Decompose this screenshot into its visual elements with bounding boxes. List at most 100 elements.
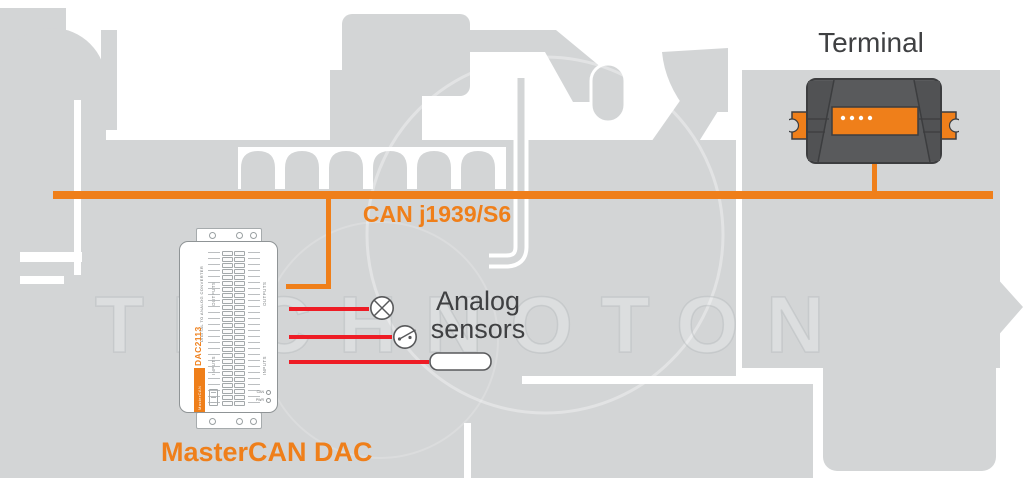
can-bus-line xyxy=(53,191,993,199)
pipe-fill xyxy=(489,78,525,265)
dac-pin xyxy=(234,257,245,262)
dac-pin xyxy=(222,323,233,328)
dac-pin xyxy=(234,317,245,322)
dac-pin xyxy=(234,389,245,394)
dac-pin xyxy=(234,263,245,268)
dac-pin xyxy=(222,383,233,388)
dac-pin xyxy=(222,251,233,256)
mount-hole xyxy=(236,418,243,425)
dac-pin xyxy=(222,275,233,280)
facet-line-left xyxy=(817,79,835,163)
terminal-connector-plate xyxy=(831,106,919,136)
dac-pin xyxy=(222,401,233,406)
dac-pin xyxy=(222,287,233,292)
dac-pin xyxy=(222,353,233,358)
terminal-clip-left xyxy=(789,111,809,140)
engine-capsule-detail xyxy=(589,62,627,124)
pwr-led xyxy=(266,398,271,403)
can-led-label: CAN xyxy=(256,390,264,394)
terminal-connector-pins xyxy=(840,115,873,121)
mount-hole xyxy=(209,418,216,425)
sensor-wire-3 xyxy=(289,360,429,364)
dac-pin xyxy=(234,365,245,370)
facet-line-right xyxy=(913,79,931,163)
dac-pin-grid xyxy=(222,251,245,406)
dac-outputs-label-right: OUTPUTS xyxy=(262,281,267,306)
dac-pin xyxy=(222,359,233,364)
mount-hole xyxy=(209,232,216,239)
dac-pin xyxy=(234,251,245,256)
dac-pin xyxy=(222,395,233,400)
terminal-device xyxy=(789,78,959,164)
dac-brand-text: MasterCAN xyxy=(197,385,202,410)
lamp-icon xyxy=(370,296,394,320)
can-bus-label: CAN j1939/S6 xyxy=(362,201,512,227)
dac-pin xyxy=(234,275,245,280)
dac-pin xyxy=(234,401,245,406)
mount-hole xyxy=(236,232,243,239)
dac-pin xyxy=(234,305,245,310)
dac-pin xyxy=(222,293,233,298)
dac-pin xyxy=(222,263,233,268)
dac-pin xyxy=(234,299,245,304)
terminal-clip-right xyxy=(939,111,959,140)
pwr-led-label: PWR xyxy=(255,398,264,402)
dac-pin-labels-right xyxy=(248,252,260,408)
dac-pin xyxy=(234,359,245,364)
dac-pin xyxy=(222,281,233,286)
mount-hole xyxy=(250,232,257,239)
dac-bus-drop-horizontal xyxy=(286,284,331,289)
dac-pin xyxy=(234,311,245,316)
terminal-bus-drop xyxy=(872,163,877,193)
sensor-wire-2 xyxy=(289,335,392,339)
dac-pin xyxy=(234,293,245,298)
dac-bus-drop-vertical xyxy=(326,199,331,289)
dac-pin xyxy=(222,269,233,274)
mount-hole xyxy=(250,418,257,425)
dac-service-connector xyxy=(209,389,218,406)
dac-inputs-label-right: INPUTS xyxy=(262,356,267,375)
dac-pin xyxy=(222,371,233,376)
dac-pin xyxy=(234,377,245,382)
terminal-title: Terminal xyxy=(818,27,924,58)
dac-device: DIGITAL TO ANALOG CONVERTER DAC2113 Mast… xyxy=(179,228,279,433)
dac-pin xyxy=(222,317,233,322)
silhouette-white-cuts xyxy=(0,100,1024,483)
dac-pin xyxy=(234,395,245,400)
dac-pin xyxy=(234,281,245,286)
analog-sensors-line2: sensors xyxy=(430,314,526,344)
analog-sensors-label: Analog sensors xyxy=(417,287,539,343)
dac-pin xyxy=(222,311,233,316)
watermark-circle xyxy=(365,55,725,415)
dac-brand-box: MasterCAN xyxy=(194,368,205,412)
dac-pin xyxy=(234,341,245,346)
dac-pin xyxy=(222,299,233,304)
switch-icon xyxy=(393,325,417,349)
sensor-wire-1 xyxy=(289,307,369,311)
dac-pin xyxy=(222,389,233,394)
dac-pin xyxy=(222,335,233,340)
dac-pin xyxy=(234,329,245,334)
dac-pin xyxy=(234,371,245,376)
dac-pin xyxy=(222,365,233,370)
dac-pin xyxy=(234,323,245,328)
dac-pin xyxy=(234,287,245,292)
dac-pin xyxy=(222,329,233,334)
analog-sensors-line1: Analog xyxy=(435,286,521,316)
terminal-facet-left xyxy=(808,81,834,161)
dac-pin xyxy=(222,257,233,262)
dac-pin xyxy=(234,353,245,358)
dac-body: DIGITAL TO ANALOG CONVERTER DAC2113 Mast… xyxy=(179,241,278,413)
dac-model-text: DAC2113 xyxy=(193,326,203,366)
terminal-facet-right xyxy=(914,81,940,161)
dac-pin xyxy=(222,305,233,310)
dac-pin-labels-left xyxy=(208,252,220,408)
manifold-arches xyxy=(241,151,495,189)
dac-mount-tab-bottom xyxy=(196,412,262,429)
dac-pin xyxy=(234,383,245,388)
dac-pin xyxy=(222,347,233,352)
clip-arm-lines xyxy=(808,118,940,133)
dac-title: MasterCAN DAC xyxy=(161,437,373,467)
dac-pin xyxy=(222,341,233,346)
